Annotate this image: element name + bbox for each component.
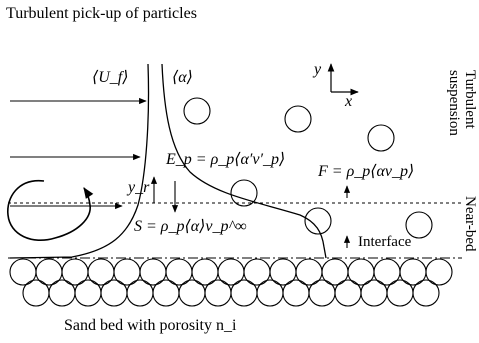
y-axis-label: y <box>314 61 322 78</box>
bed-caption: Sand bed with porosity n_i <box>64 317 237 334</box>
suspended-particle <box>183 97 211 125</box>
concentration-profile-label: ⟨α⟩ <box>172 69 193 86</box>
interface-label: Interface <box>358 234 412 250</box>
reference-height-label: y_r <box>128 179 150 196</box>
eddy-circulation <box>7 180 94 242</box>
turbulent-suspension-label: Turbulent suspension <box>446 70 478 136</box>
net-flux-equation: F = ρ_p⟨αv_p⟩ <box>318 163 415 180</box>
suspended-particle <box>367 124 395 152</box>
pickup-flux-equation: E_p = ρ_p⟨α′v′_p⟩ <box>166 151 286 168</box>
near-bed-label: Near-bed <box>462 196 478 252</box>
suspended-particle <box>230 179 258 207</box>
velocity-profile-label: ⟨U_f⟩ <box>92 69 129 86</box>
figure-title: Turbulent pick-up of particles <box>6 5 197 22</box>
concentration-profile-curve <box>161 63 327 259</box>
sand-bed <box>9 258 453 307</box>
suspended-particle <box>405 211 433 239</box>
velocity-profile-curve <box>9 63 150 259</box>
x-axis-label: x <box>345 93 353 110</box>
suspended-particle <box>304 207 332 235</box>
suspended-particle <box>284 105 312 133</box>
settling-flux-equation: S = ρ_p⟨α⟩v_p^∞ <box>134 218 247 235</box>
